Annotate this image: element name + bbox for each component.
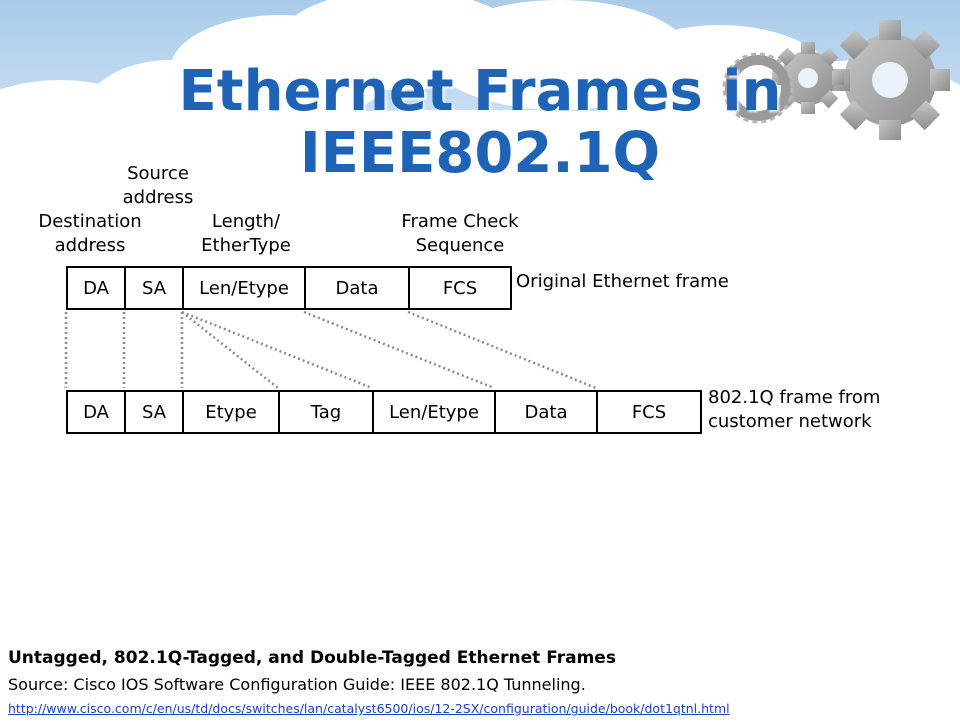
- length-label-line: EtherType: [201, 235, 291, 256]
- tagged-frame-caption: 802.1Q frame from customer network: [708, 386, 880, 434]
- source-label-line: address: [122, 187, 194, 208]
- fcs-label-line: Frame Check: [401, 211, 519, 232]
- connector-tag: [181, 311, 279, 389]
- tagged-frame-field: Len/Etype: [372, 390, 496, 434]
- source-address-label: Source address: [108, 162, 208, 210]
- connector-fcs: [407, 310, 597, 390]
- source-label-line: Source: [127, 163, 189, 184]
- original-frame-field: DA: [66, 266, 126, 310]
- title-line-1: Ethernet Frames in: [178, 59, 782, 124]
- title-line-2: IEEE802.1Q: [299, 121, 661, 186]
- original-frame-field: Len/Etype: [182, 266, 306, 310]
- gear-icon: [722, 20, 950, 140]
- tagged-frame-field: Data: [494, 390, 598, 434]
- destination-label-line: Destination: [38, 211, 142, 232]
- tagged-caption-line: customer network: [708, 411, 872, 432]
- length-ethertype-label: Length/ EtherType: [186, 210, 306, 258]
- tagged-frame-field: Tag: [278, 390, 374, 434]
- tagged-caption-line: 802.1Q frame from: [708, 387, 881, 408]
- original-frame-field: Data: [304, 266, 410, 310]
- destination-address-label: Destination address: [30, 210, 150, 258]
- connector-data: [303, 310, 495, 390]
- frame-check-sequence-label: Frame Check Sequence: [390, 210, 530, 258]
- fcs-label-line: Sequence: [415, 235, 505, 256]
- source-link[interactable]: http://www.cisco.com/c/en/us/td/docs/swi…: [8, 701, 730, 716]
- connector-len-etype: [181, 310, 373, 390]
- tagged-frame-field: FCS: [596, 390, 702, 434]
- source-citation: Source: Cisco IOS Software Configuration…: [8, 675, 586, 694]
- length-label-line: Length/: [211, 211, 281, 232]
- tagged-frame-field: DA: [66, 390, 126, 434]
- destination-label-line: address: [54, 235, 126, 256]
- original-frame-field: SA: [124, 266, 184, 310]
- original-frame-field: FCS: [408, 266, 512, 310]
- original-frame-caption: Original Ethernet frame: [516, 271, 729, 292]
- tagged-frame-field: Etype: [182, 390, 280, 434]
- figure-title: Untagged, 802.1Q-Tagged, and Double-Tagg…: [8, 648, 616, 668]
- tagged-frame-field: SA: [124, 390, 184, 434]
